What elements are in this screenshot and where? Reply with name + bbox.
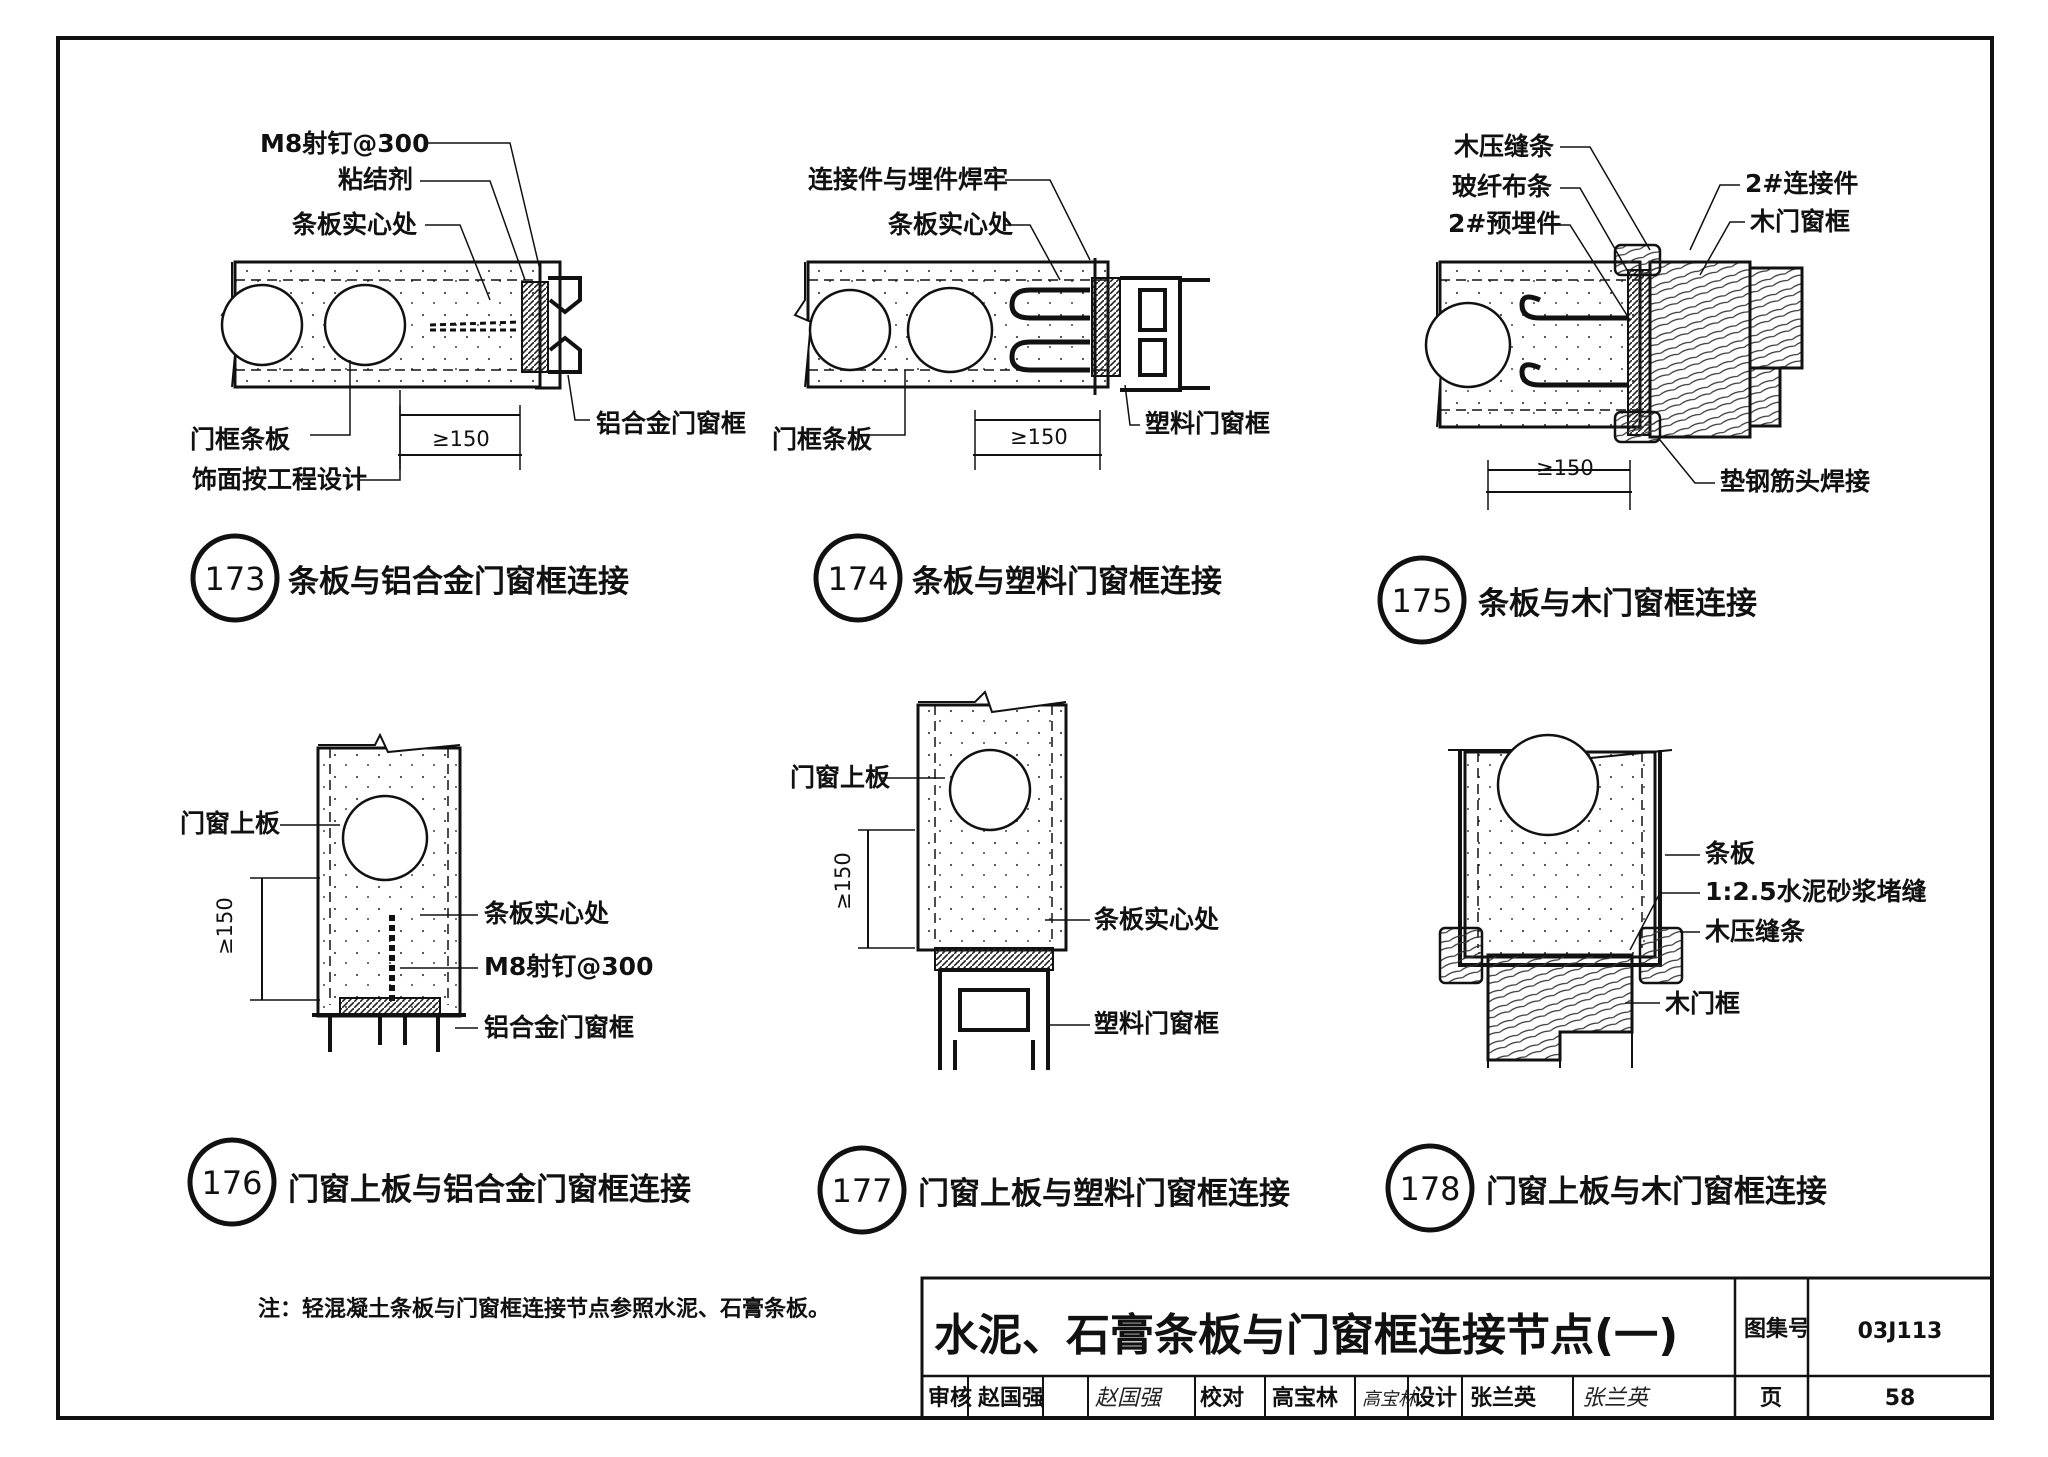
number-173: 173 <box>204 560 265 598</box>
label-173-5: 铝合金门窗框 <box>596 409 746 438</box>
checker-name: 高宝林 <box>1272 1385 1338 1411</box>
reviewer-name: 赵国强 <box>977 1385 1044 1411</box>
check-label: 校对 <box>1200 1385 1244 1411</box>
dim-177: ≥150 <box>831 852 855 910</box>
dim-175: ≥150 <box>1536 456 1594 480</box>
label-178-3: 木门框 <box>1664 989 1740 1018</box>
label-173-1: 粘结剂 <box>338 165 413 194</box>
label-174-0: 连接件与埋件焊牢 <box>808 165 1008 194</box>
number-circle-175 <box>1377 555 1467 645</box>
title-block: 水泥、石膏条板与门窗框连接节点(一) 图集号 03J113 审核 赵国强 赵国强… <box>920 1276 1994 1420</box>
reviewer-signature: 赵国强 <box>1095 1386 1163 1411</box>
label-178-0: 条板 <box>1705 839 1755 868</box>
label-178-2: 木压缝条 <box>1704 917 1806 946</box>
atlas-label: 图集号 <box>1744 1316 1810 1342</box>
detail-173: ≥150 M8射钉@300 粘结剂 条板实心处 门框条板 饰面按工程设计 铝合金… <box>190 129 746 623</box>
label-173-0: M8射钉@300 <box>260 129 429 158</box>
detail-178: 条板 1:2.5水泥砂浆堵缝 木压缝条 木门框 178 门窗上板与木门窗框连接 <box>1385 733 1927 1233</box>
label-176-0: 门窗上板 <box>180 809 280 838</box>
label-173-2: 条板实心处 <box>292 210 417 239</box>
title-178: 门窗上板与木门窗框连接 <box>1486 1174 1827 1210</box>
label-177-2: 塑料门窗框 <box>1094 1009 1219 1038</box>
page-number: 58 <box>1885 1386 1916 1411</box>
atlas-number: 03J113 <box>1858 1319 1943 1344</box>
title-174: 条板与塑料门窗框连接 <box>912 564 1222 600</box>
label-176-2: M8射钉@300 <box>484 952 653 981</box>
label-177-1: 条板实心处 <box>1094 905 1219 934</box>
note-text: 注：轻混凝土条板与门窗框连接节点参照水泥、石膏条板。 <box>258 1296 830 1322</box>
review-label: 审核 <box>928 1385 972 1411</box>
label-177-0: 门窗上板 <box>790 763 890 792</box>
number-circle-173 <box>190 533 280 623</box>
number-circle-178 <box>1385 1143 1475 1233</box>
detail-175: ≥150 木压缝条 玻纤布条 2#预埋件 2#连接件 木门窗框 垫钢筋头焊接 1… <box>1377 132 1870 645</box>
title-175: 条板与木门窗框连接 <box>1478 586 1757 622</box>
dim-176: ≥150 <box>213 897 237 955</box>
label-176-1: 条板实心处 <box>484 899 609 928</box>
number-175: 175 <box>1391 582 1452 620</box>
label-176-3: 铝合金门窗框 <box>484 1013 634 1042</box>
dim-174: ≥150 <box>1010 425 1068 449</box>
dim-173: ≥150 <box>432 427 490 451</box>
label-178-1: 1:2.5水泥砂浆堵缝 <box>1705 877 1927 906</box>
label-175-3: 2#连接件 <box>1745 169 1858 198</box>
label-175-2: 2#预埋件 <box>1448 209 1561 238</box>
number-circle-176 <box>187 1137 277 1227</box>
number-176: 176 <box>201 1164 262 1202</box>
design-label: 设计 <box>1413 1386 1457 1411</box>
label-175-4: 木门窗框 <box>1749 207 1850 236</box>
title-176: 门窗上板与铝合金门窗框连接 <box>288 1172 691 1208</box>
number-177: 177 <box>831 1172 892 1210</box>
detail-177: ≥150 门窗上板 条板实心处 塑料门窗框 177 门窗上板与塑料门窗框连接 <box>790 690 1290 1235</box>
number-174: 174 <box>827 560 888 598</box>
title-173: 条板与铝合金门窗框连接 <box>288 564 629 600</box>
checker-signature: 高宝林 <box>1362 1389 1418 1410</box>
number-circle-177 <box>817 1145 907 1235</box>
designer-name: 张兰英 <box>1470 1385 1537 1411</box>
detail-174: ≥150 连接件与埋件焊牢 条板实心处 门框条板 塑料门窗框 174 条板与塑料… <box>772 165 1270 623</box>
designer-signature: 张兰英 <box>1582 1386 1651 1411</box>
label-175-0: 木压缝条 <box>1453 132 1555 161</box>
drawing-title: 水泥、石膏条板与门窗框连接节点(一) <box>934 1310 1678 1361</box>
label-175-5: 垫钢筋头焊接 <box>1720 467 1870 496</box>
detail-176: ≥150 门窗上板 条板实心处 M8射钉@300 铝合金门窗框 176 门窗上板… <box>180 732 691 1227</box>
number-178: 178 <box>1399 1170 1460 1208</box>
label-174-2: 门框条板 <box>772 425 872 454</box>
label-175-1: 玻纤布条 <box>1452 172 1553 201</box>
label-173-4: 饰面按工程设计 <box>192 465 367 494</box>
page-label: 页 <box>1760 1386 1782 1411</box>
label-173-3: 门框条板 <box>190 425 290 454</box>
title-177: 门窗上板与塑料门窗框连接 <box>918 1176 1290 1212</box>
number-circle-174 <box>813 533 903 623</box>
label-174-1: 条板实心处 <box>888 210 1013 239</box>
label-174-3: 塑料门窗框 <box>1145 409 1270 438</box>
